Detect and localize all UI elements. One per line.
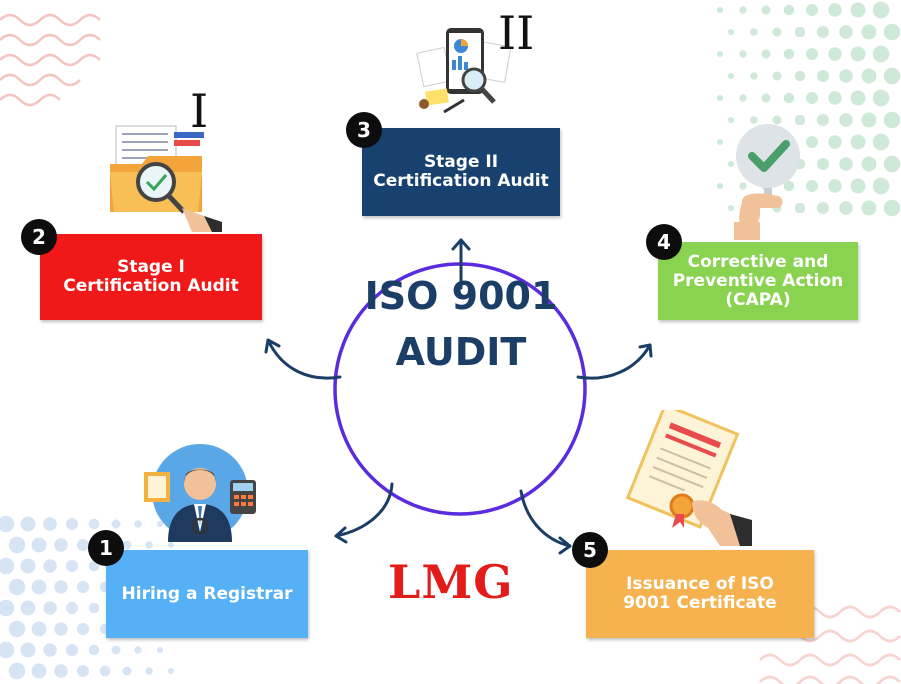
checkmark-sign-icon [734,124,800,240]
step-1-badge: 1 [88,530,124,566]
center-title-line-2: AUDIT [395,330,527,374]
certificate-with-seal-icon [625,410,752,546]
step-1-box: Hiring a Registrar [106,550,308,638]
step-4-badge: 4 [646,224,682,260]
wavy-lines-top-left [0,13,101,107]
step-3-label-line-2: Certification Audit [373,171,549,191]
flow-arrows [264,238,653,555]
step-2-box: Stage I Certification Audit [40,234,262,320]
step-5-badge: 5 [572,532,608,568]
step-4-label-line-2: Preventive Action [672,270,844,291]
stage-2-roman-label: II [498,6,535,60]
step-5-label-line-1: Issuance of ISO [626,574,774,594]
lmg-logo: LMG [388,555,514,609]
arrow-to-stage-1 [266,338,342,380]
step-3-box: Stage II Certification Audit [362,128,560,216]
step-2-label-line-2: Certification Audit [63,276,239,296]
center-title-line-1: ISO 9001 [364,274,558,318]
businessman-with-calculator-icon [144,444,256,542]
step-4-label-line-1: Corrective and [687,251,829,272]
step-2-label-line-1: Stage I [117,257,185,277]
step-4-box: Corrective and Preventive Action (CAPA) [658,242,858,320]
folder-with-magnifier-icon [110,125,222,232]
step-1-label: Hiring a Registrar [121,583,293,604]
step-4-label-line-3: (CAPA) [725,289,791,310]
arrow-to-capa [576,343,652,380]
center-title: ISO 9001 AUDIT [336,268,586,380]
arrow-to-certificate [519,489,572,548]
arrow-to-registrar [334,482,394,538]
step-5-box: Issuance of ISO 9001 Certificate [586,550,814,638]
step-2-badge: 2 [21,219,57,255]
step-5-label-line-2: 9001 Certificate [623,593,777,613]
report-with-magnifier-icon [416,28,512,114]
step-3-badge: 3 [346,112,382,148]
stage-1-roman-label: I [190,84,209,138]
step-3-label-line-1: Stage II [423,152,499,172]
